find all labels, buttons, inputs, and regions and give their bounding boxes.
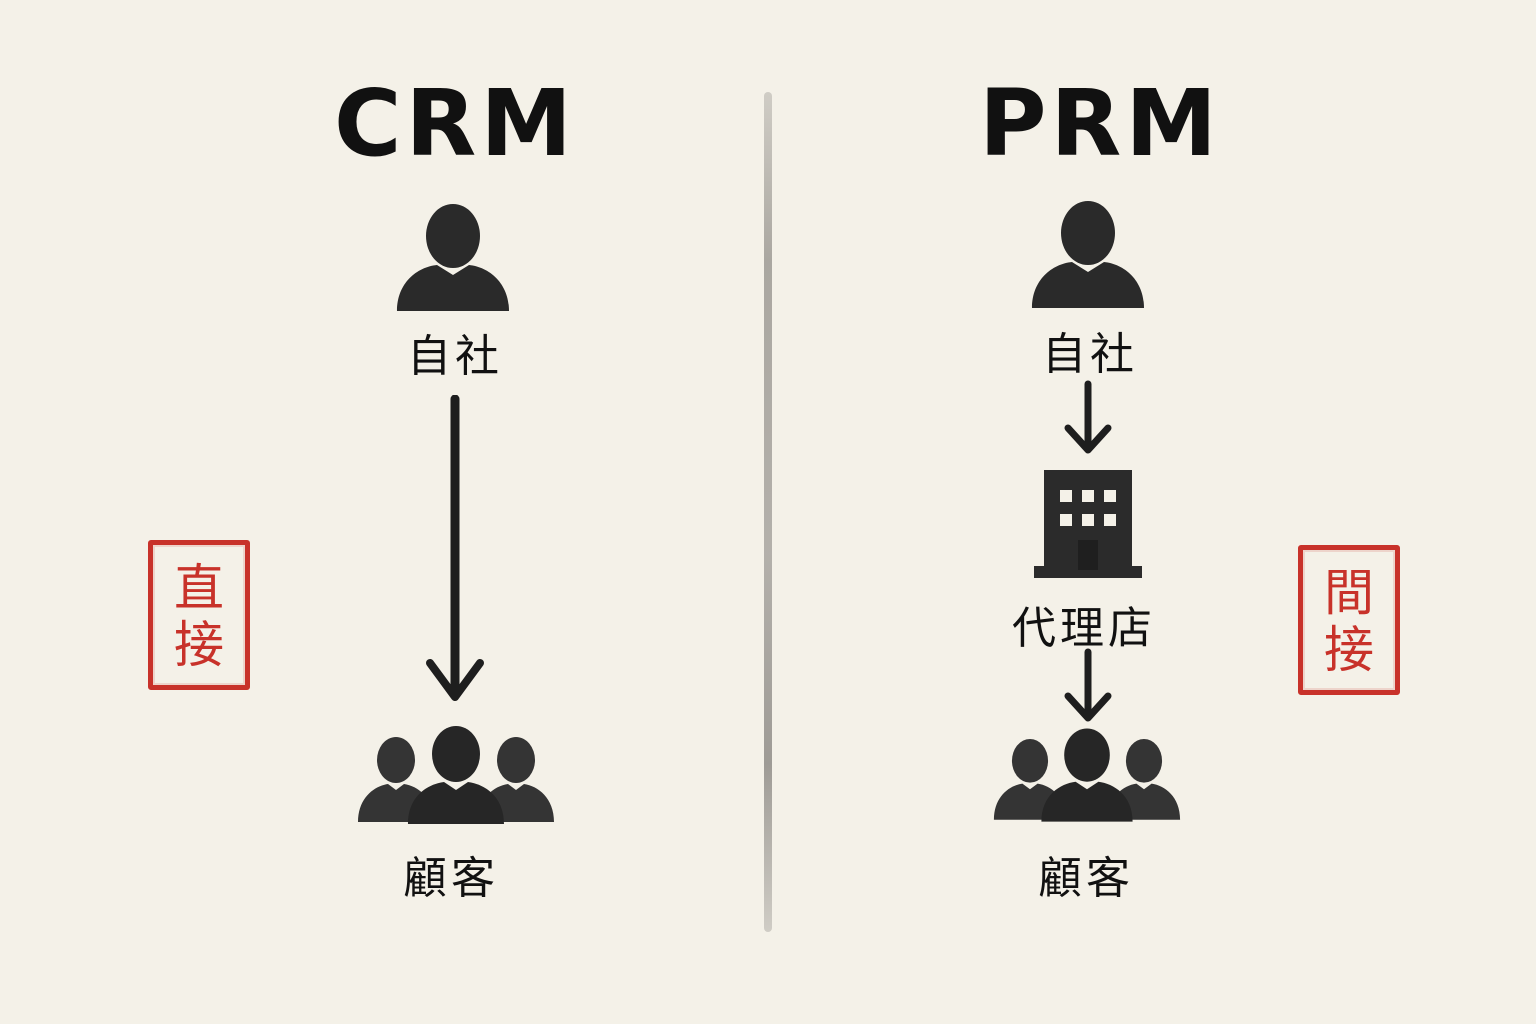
seal-char-bottom: 接 [174,616,224,674]
indirect-seal: 間 接 [1298,545,1400,695]
crm-customer-label: 顧客 [403,853,499,904]
person-icon [1032,201,1144,308]
crm-company-label: 自社 [407,331,503,382]
crm-title: CRM [334,70,576,177]
prm-company-label: 自社 [1042,329,1138,380]
direct-seal: 直 接 [148,540,250,690]
building-icon [1034,470,1142,578]
arrow-down-icon [426,395,484,701]
center-divider [764,92,772,932]
arrow-down-icon [1064,648,1112,722]
group-icon [358,726,554,824]
prm-title: PRM [979,70,1221,177]
arrow-down-icon [1064,380,1112,454]
seal-char-top: 間 [1324,564,1374,622]
prm-customer-label: 顧客 [1038,853,1134,904]
group-icon [993,728,1181,822]
seal-char-top: 直 [174,559,224,617]
person-icon [397,204,509,311]
agency-label: 代理店 [1012,603,1156,654]
seal-char-bottom: 接 [1324,621,1374,679]
